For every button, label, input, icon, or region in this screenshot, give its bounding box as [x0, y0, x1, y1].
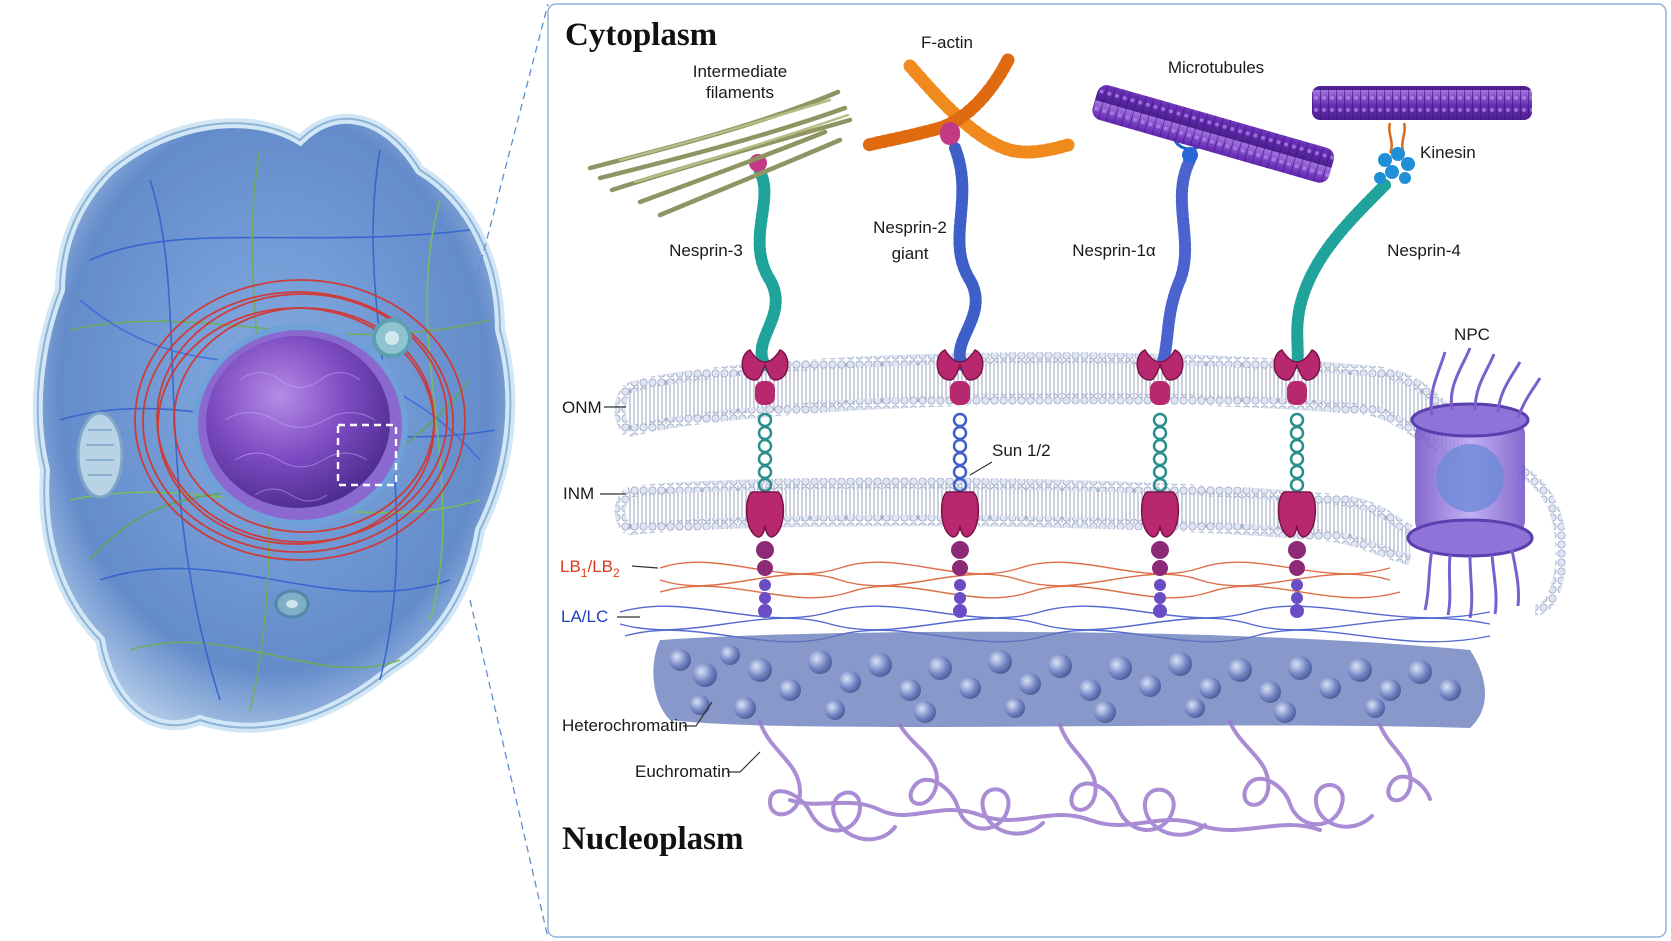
linc-complex-nesprin4 [1273, 179, 1391, 618]
onm-label: ONM [562, 398, 602, 417]
lamin-b-leader [631, 565, 659, 569]
npc-label: NPC [1454, 325, 1490, 344]
heterochromatin-label: Heterochromatin [562, 716, 688, 735]
kinesin-label: Kinesin [1420, 143, 1476, 162]
cytoplasm-heading: Cytoplasm [565, 17, 717, 53]
kinesin-motor [1374, 122, 1415, 184]
nesprin3-label: Nesprin-3 [669, 241, 743, 260]
nesprin4-label: Nesprin-4 [1387, 241, 1461, 260]
heterochromatin-leader [683, 701, 713, 727]
zoom-box [336, 423, 398, 487]
intermediate-filaments [587, 89, 853, 218]
euchromatin-leader [727, 751, 761, 773]
lamin-b-label: LB1/LB2 [560, 557, 620, 580]
f-actin-label: F-actin [921, 33, 973, 52]
linc-complex-nesprin1a [1136, 139, 1207, 618]
nesprin2-label-line2: giant [892, 244, 929, 263]
vesicle [274, 589, 310, 619]
zoom-connector-bottom [469, 599, 549, 939]
euchromatin-label: Euchromatin [635, 762, 730, 781]
heterochromatin [653, 631, 1485, 728]
nucleoplasm-heading: Nucleoplasm [562, 821, 744, 857]
perinuclear-actin [134, 279, 466, 561]
vesicle [372, 318, 412, 358]
zoom-connector-top [474, 3, 549, 286]
microtubule [1312, 86, 1532, 120]
f-actin [861, 53, 1075, 159]
intermediate-filaments-label-line2: filaments [706, 83, 774, 102]
intermediate-filaments-label: Intermediate [693, 62, 788, 81]
microtubules-label: Microtubules [1168, 58, 1264, 77]
lamin-a-label: LA/LC [561, 607, 608, 626]
sun-leader [969, 461, 993, 476]
nuclear-membranes [614, 352, 1567, 616]
nesprin2-label: Nesprin-2 [873, 218, 947, 237]
cell-illustration [32, 113, 516, 733]
nucleus [206, 336, 390, 508]
mitochondrion [76, 411, 124, 499]
lamin-b-mesh [659, 561, 1401, 599]
microtubule [1092, 85, 1335, 183]
inm-label: INM [563, 484, 594, 503]
nesprin1a-label: Nesprin-1α [1072, 241, 1156, 260]
nuclear-pore-complex [1406, 347, 1542, 619]
sun-label: Sun 1/2 [992, 441, 1051, 460]
euchromatin [758, 720, 1432, 842]
